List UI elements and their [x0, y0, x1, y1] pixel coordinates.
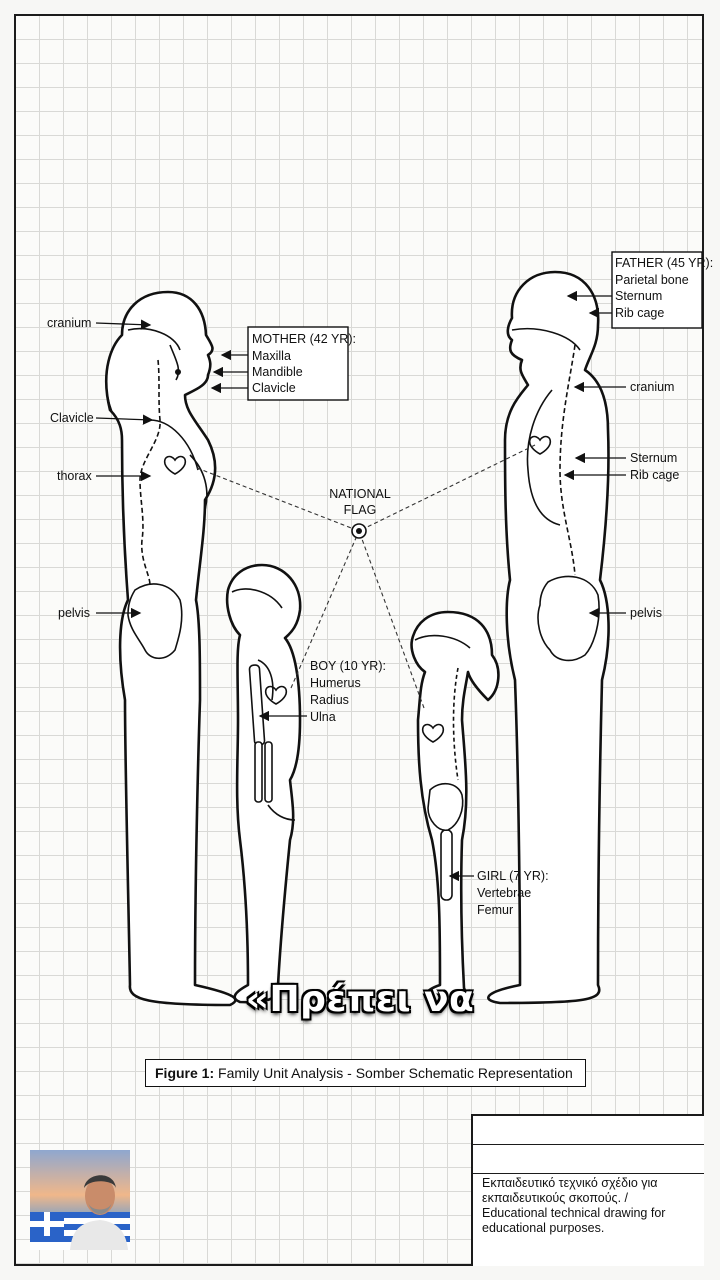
title-block-text: Εκπαιδευτικό τεχνικό σχέδιο για εκπαιδευ…: [482, 1176, 697, 1236]
boy-part-ulna: Ulna: [310, 710, 336, 724]
mother-callout-clavicle: Clavicle: [50, 411, 94, 425]
national-flag-marker: [351, 523, 367, 539]
title-block-row: [473, 1116, 704, 1145]
leader-lines: [95, 290, 626, 882]
father-header: FATHER (45 YR):: [615, 256, 713, 270]
title-block-line: εκπαιδευτικούς σκοπούς. /: [482, 1191, 629, 1205]
mother-label-box: [247, 326, 349, 401]
title-block: Εκπαιδευτικό τεχνικό σχέδιο για εκπαιδευ…: [471, 1114, 704, 1266]
connection-lines: [196, 444, 536, 709]
video-subtitle: «Πρέπει να: [245, 979, 475, 1020]
girl-header: GIRL (7 YR):: [477, 869, 549, 883]
boy-part-humerus: Humerus: [310, 676, 361, 690]
title-block-row: [473, 1145, 704, 1174]
mother-callout-thorax: thorax: [57, 469, 92, 483]
channel-avatar[interactable]: [30, 1150, 130, 1250]
mother-callout-pelvis: pelvis: [58, 606, 90, 620]
figure-caption: Figure 1: Family Unit Analysis - Somber …: [145, 1059, 586, 1087]
caption-text: Family Unit Analysis - Somber Schematic …: [218, 1065, 573, 1081]
father-part-parietal: Parietal bone: [615, 273, 689, 287]
mother-part-clavicle: Clavicle: [252, 381, 296, 395]
boy-figure: [225, 563, 302, 1004]
avatar-image: [30, 1150, 130, 1250]
father-label-box: [611, 251, 703, 329]
mother-part-mandible: Mandible: [252, 365, 303, 379]
girl-figure: [410, 610, 500, 1004]
father-part-ribcage: Rib cage: [615, 306, 664, 320]
center-label-line1: NATIONAL: [329, 487, 391, 501]
father-callout-cranium: cranium: [630, 380, 674, 394]
title-block-line: Educational technical drawing for: [482, 1206, 666, 1220]
mother-part-maxilla: Maxilla: [252, 349, 291, 363]
center-label-line2: FLAG: [344, 503, 377, 517]
mother-header: MOTHER (42 YR):: [252, 332, 356, 346]
title-block-line: Εκπαιδευτικό τεχνικό σχέδιο για: [482, 1176, 658, 1190]
mother-figure: [104, 290, 237, 1007]
father-part-sternum: Sternum: [615, 289, 662, 303]
father-callout-pelvis: pelvis: [630, 606, 662, 620]
title-block-line: educational purposes.: [482, 1221, 605, 1235]
person-portrait: [70, 1175, 128, 1250]
girl-part-femur: Femur: [477, 903, 513, 917]
mother-callout-cranium: cranium: [47, 316, 91, 330]
caption-prefix: Figure 1:: [155, 1065, 215, 1081]
girl-part-vertebrae: Vertebrae: [477, 886, 531, 900]
boy-part-radius: Radius: [310, 693, 349, 707]
boy-header: BOY (10 YR):: [310, 659, 386, 673]
father-callout-sternum: Sternum: [630, 451, 677, 465]
father-callout-ribcage: Rib cage: [630, 468, 679, 482]
